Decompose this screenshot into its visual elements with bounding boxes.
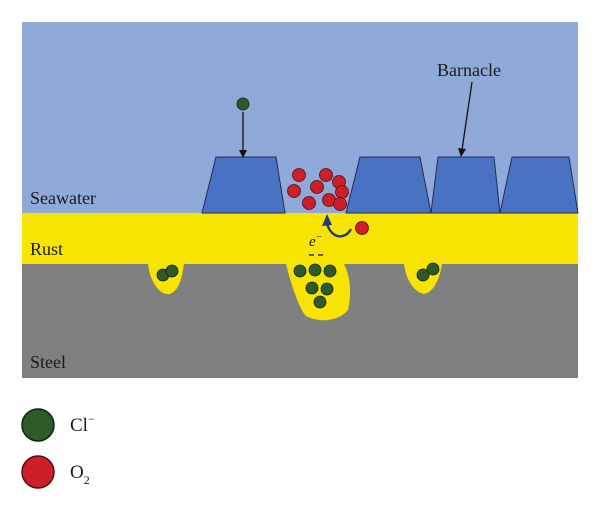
- oxygen-molecule: [319, 168, 333, 182]
- oxygen-molecule: [333, 197, 347, 211]
- chloride-ion: [416, 268, 430, 282]
- chloride-arrow-head: [239, 150, 247, 158]
- oxygen-molecule: [287, 184, 301, 198]
- oxygen-molecule: [302, 196, 316, 210]
- barnacle-3: [430, 156, 501, 214]
- steel-label: Steel: [30, 352, 66, 372]
- chloride-ion: [426, 262, 440, 276]
- chloride-ion: [308, 263, 322, 277]
- chloride-ion: [165, 264, 179, 278]
- chloride-ion: [236, 97, 250, 111]
- legend-chloride-label: Cl−: [70, 412, 95, 436]
- oxygen-molecule: [310, 180, 324, 194]
- chloride-ion: [293, 264, 307, 278]
- barnacle-1: [201, 156, 286, 214]
- chloride-ion: [313, 295, 327, 309]
- barnacle-arrow-head: [458, 148, 466, 157]
- rust-label: Rust: [30, 239, 63, 259]
- legend-oxygen-swatch: [21, 455, 55, 489]
- chloride-in-pits: [156, 262, 440, 309]
- barnacle-label: Barnacle: [437, 60, 501, 80]
- seawater-label: Seawater: [30, 188, 96, 208]
- legend: Cl− O2: [21, 408, 95, 489]
- oxygen-molecule: [335, 185, 349, 199]
- oxygen-molecule: [292, 168, 306, 182]
- pit-center: [286, 264, 351, 321]
- electron-label: e−: [309, 232, 322, 250]
- reduction-arrow-head: [322, 214, 332, 226]
- barnacle-4: [499, 156, 579, 214]
- oxygen-cluster: [287, 168, 369, 235]
- barnacle-arrow: [461, 81, 473, 151]
- reduction-arrow: [325, 223, 353, 238]
- barnacle-2: [345, 156, 432, 214]
- legend-oxygen-label: O2: [70, 462, 90, 487]
- chloride-ion: [320, 282, 334, 296]
- chloride-ion: [305, 281, 319, 295]
- chloride-ion: [323, 264, 337, 278]
- legend-chloride-swatch: [21, 408, 55, 442]
- rust-layer: [22, 213, 578, 265]
- oxygen-molecule-in-rust: [355, 221, 369, 235]
